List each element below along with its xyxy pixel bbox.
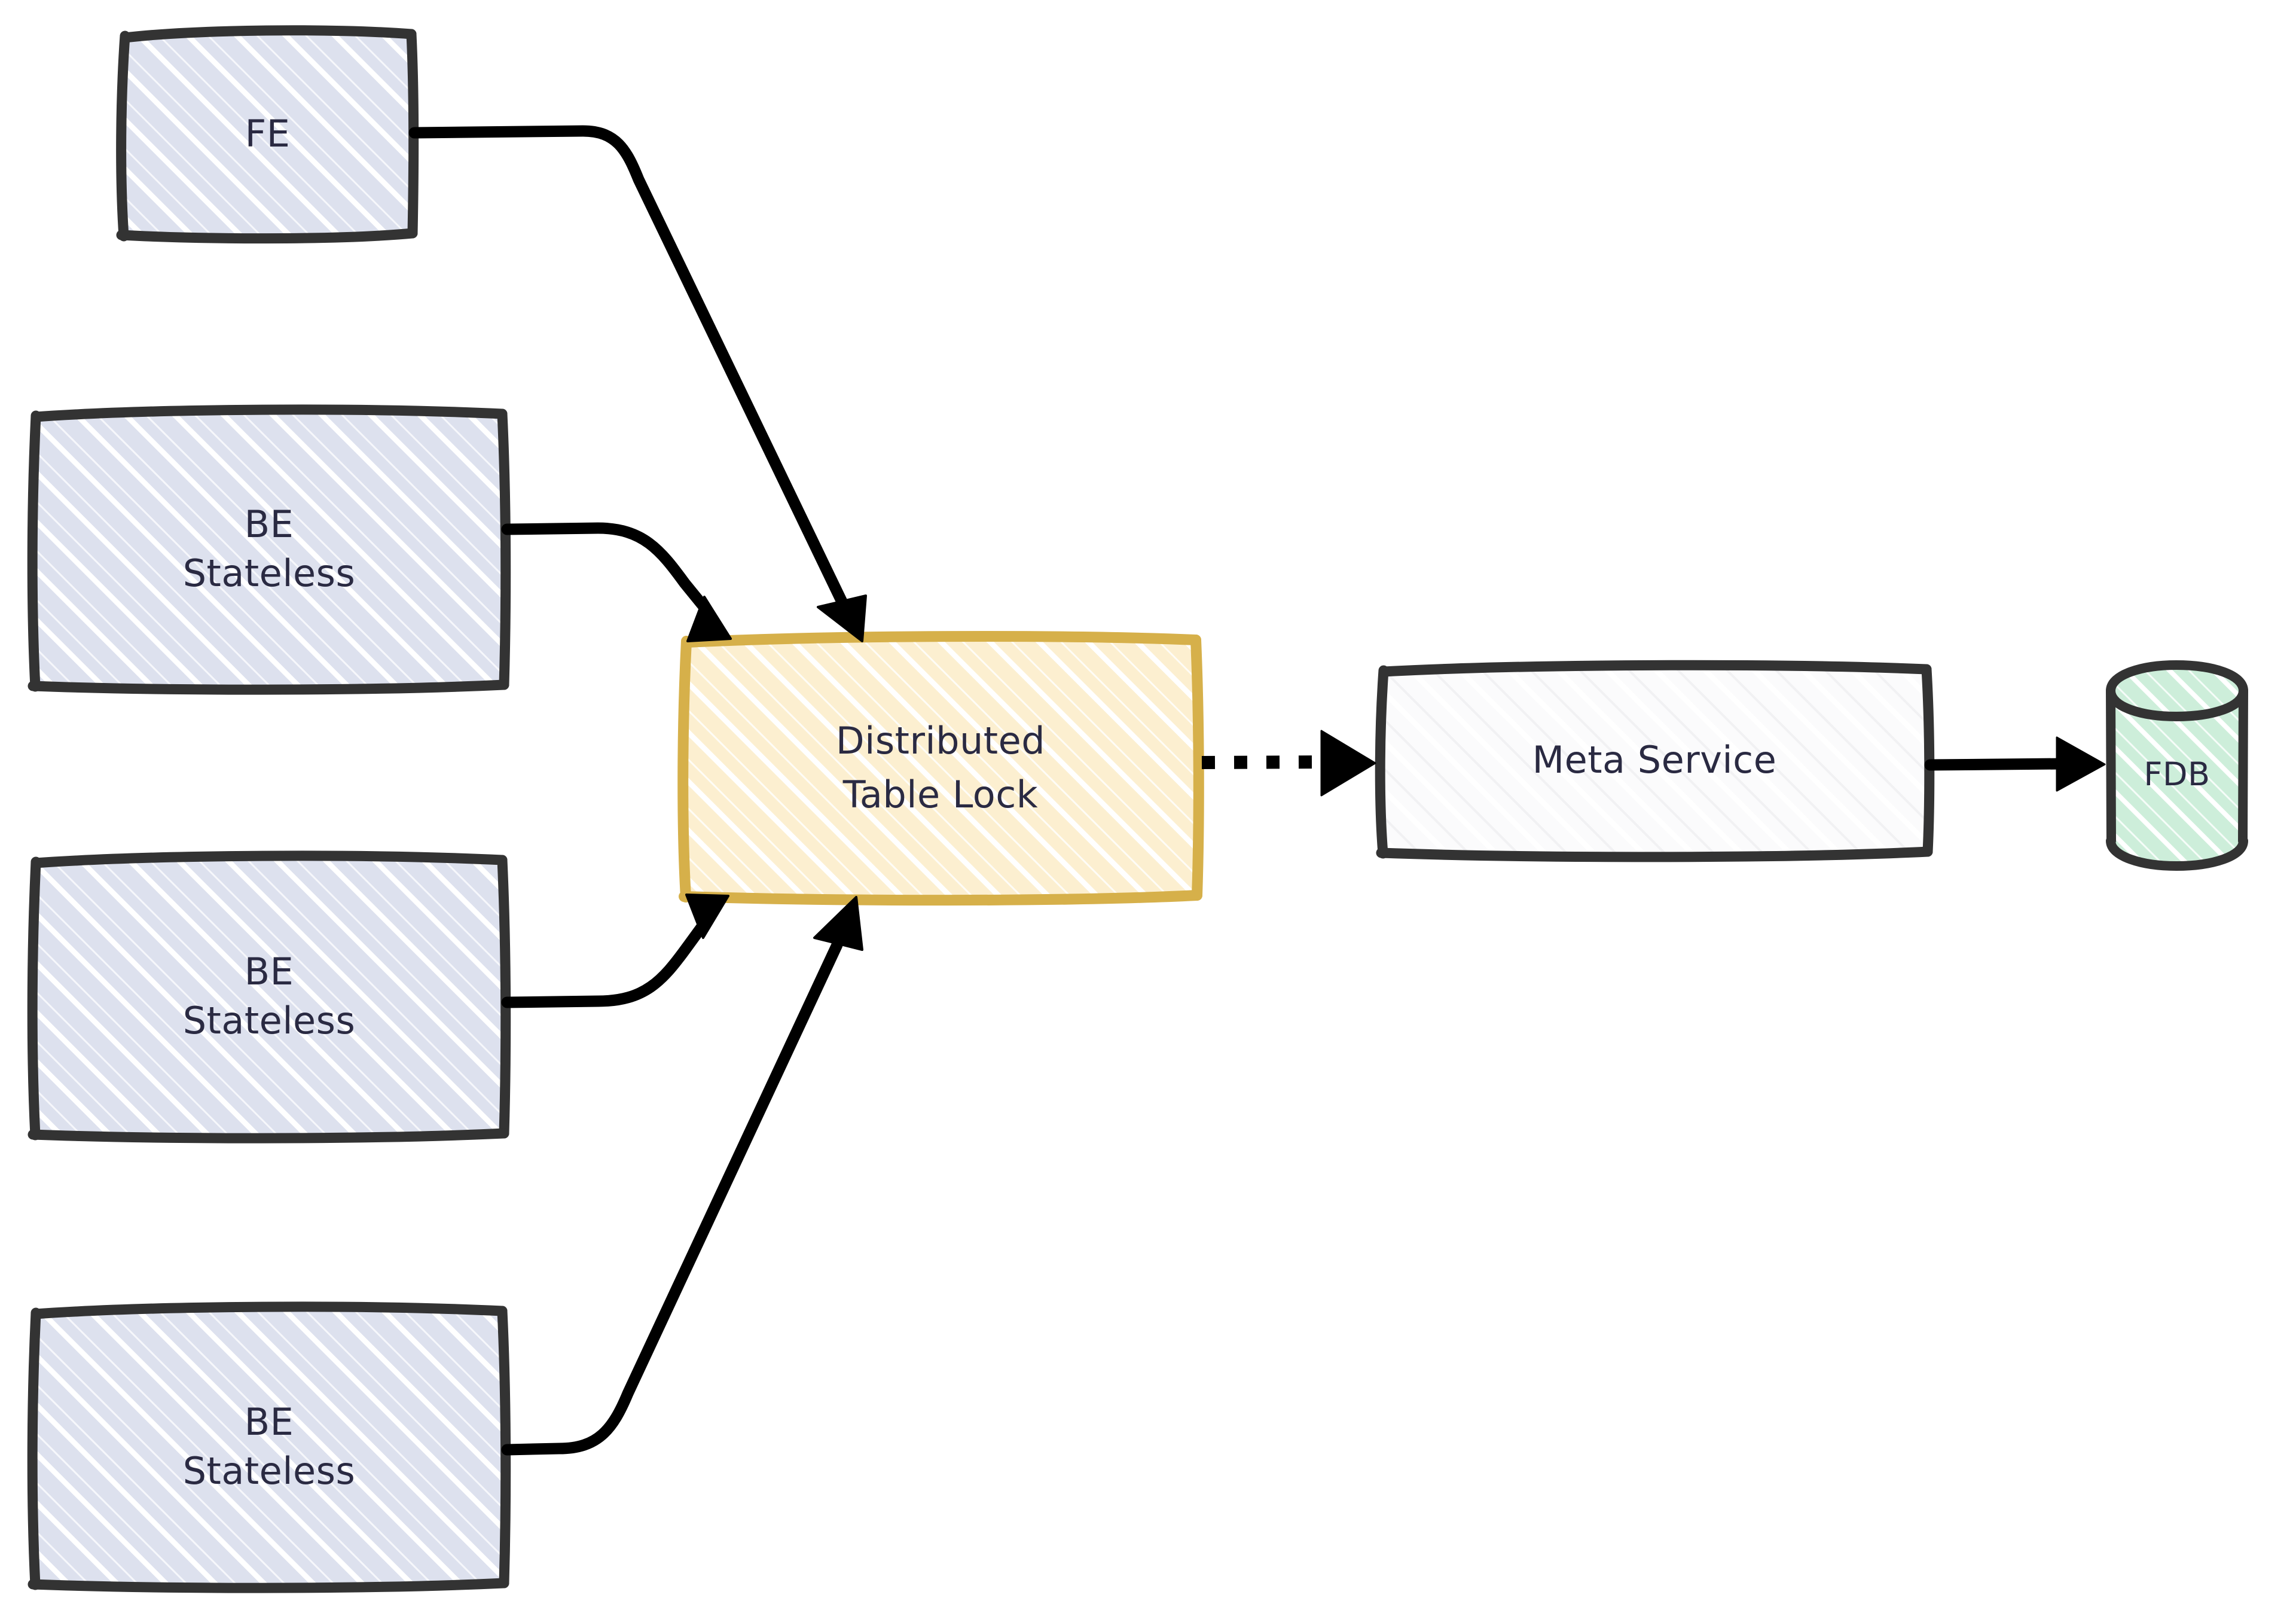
be3-border-left bbox=[27, 1307, 41, 1590]
edge-fe-to-lock bbox=[408, 125, 867, 642]
arrowhead-be1-lock bbox=[686, 596, 732, 642]
arrowhead-meta-fdb bbox=[2056, 736, 2106, 792]
be3-border-top bbox=[30, 1301, 508, 1319]
be2-border-bottom bbox=[28, 1128, 509, 1144]
fdb-fill bbox=[2111, 665, 2243, 866]
arrowhead-lock-meta bbox=[1320, 730, 1376, 797]
edge-be2-to-lock bbox=[501, 894, 729, 1008]
meta-border-bottom bbox=[1376, 846, 1933, 862]
node-be1[interactable] bbox=[27, 404, 511, 695]
be1-border-right bbox=[497, 408, 511, 690]
edge-be3-to-lock bbox=[501, 896, 863, 1456]
be3-fill bbox=[35, 1310, 504, 1585]
fdb-bottom-arc bbox=[2106, 836, 2248, 871]
fe-border-left bbox=[116, 31, 130, 242]
meta-fill bbox=[1382, 668, 1928, 853]
arrowhead-be3-lock bbox=[813, 896, 863, 951]
be2-fill bbox=[35, 859, 504, 1135]
lock-fill bbox=[685, 639, 1197, 897]
be1-border-top bbox=[30, 404, 508, 422]
be3-border-bottom bbox=[28, 1578, 509, 1593]
node-be3[interactable] bbox=[27, 1301, 511, 1593]
arrowhead-be2-lock bbox=[685, 894, 729, 939]
be1-border-left bbox=[27, 410, 41, 692]
fe-border-bottom bbox=[116, 228, 418, 244]
be2-border-left bbox=[27, 856, 41, 1141]
edge-be1-to-lock bbox=[501, 522, 732, 642]
node-be2[interactable] bbox=[27, 850, 511, 1144]
be2-border-top bbox=[30, 850, 508, 868]
meta-border-top bbox=[1378, 660, 1932, 677]
node-lock[interactable] bbox=[677, 631, 1204, 906]
node-fdb[interactable] bbox=[2105, 660, 2249, 871]
lock-border-left bbox=[677, 636, 692, 902]
lock-border-bottom bbox=[679, 890, 1202, 906]
node-fe[interactable] bbox=[116, 25, 419, 244]
be1-border-bottom bbox=[28, 679, 509, 695]
edge-meta-to-fdb bbox=[1924, 736, 2106, 792]
be1-fill bbox=[35, 413, 504, 687]
fe-border-top bbox=[120, 25, 417, 43]
lock-border-top bbox=[681, 631, 1201, 648]
lock-border-right bbox=[1190, 635, 1204, 901]
edge-lock-to-meta bbox=[1201, 730, 1376, 797]
meta-border-left bbox=[1375, 665, 1389, 859]
fe-fill bbox=[124, 32, 413, 237]
arrowhead-fe-lock bbox=[817, 594, 867, 642]
node-meta[interactable] bbox=[1375, 660, 1935, 862]
be2-border-right bbox=[497, 855, 511, 1139]
